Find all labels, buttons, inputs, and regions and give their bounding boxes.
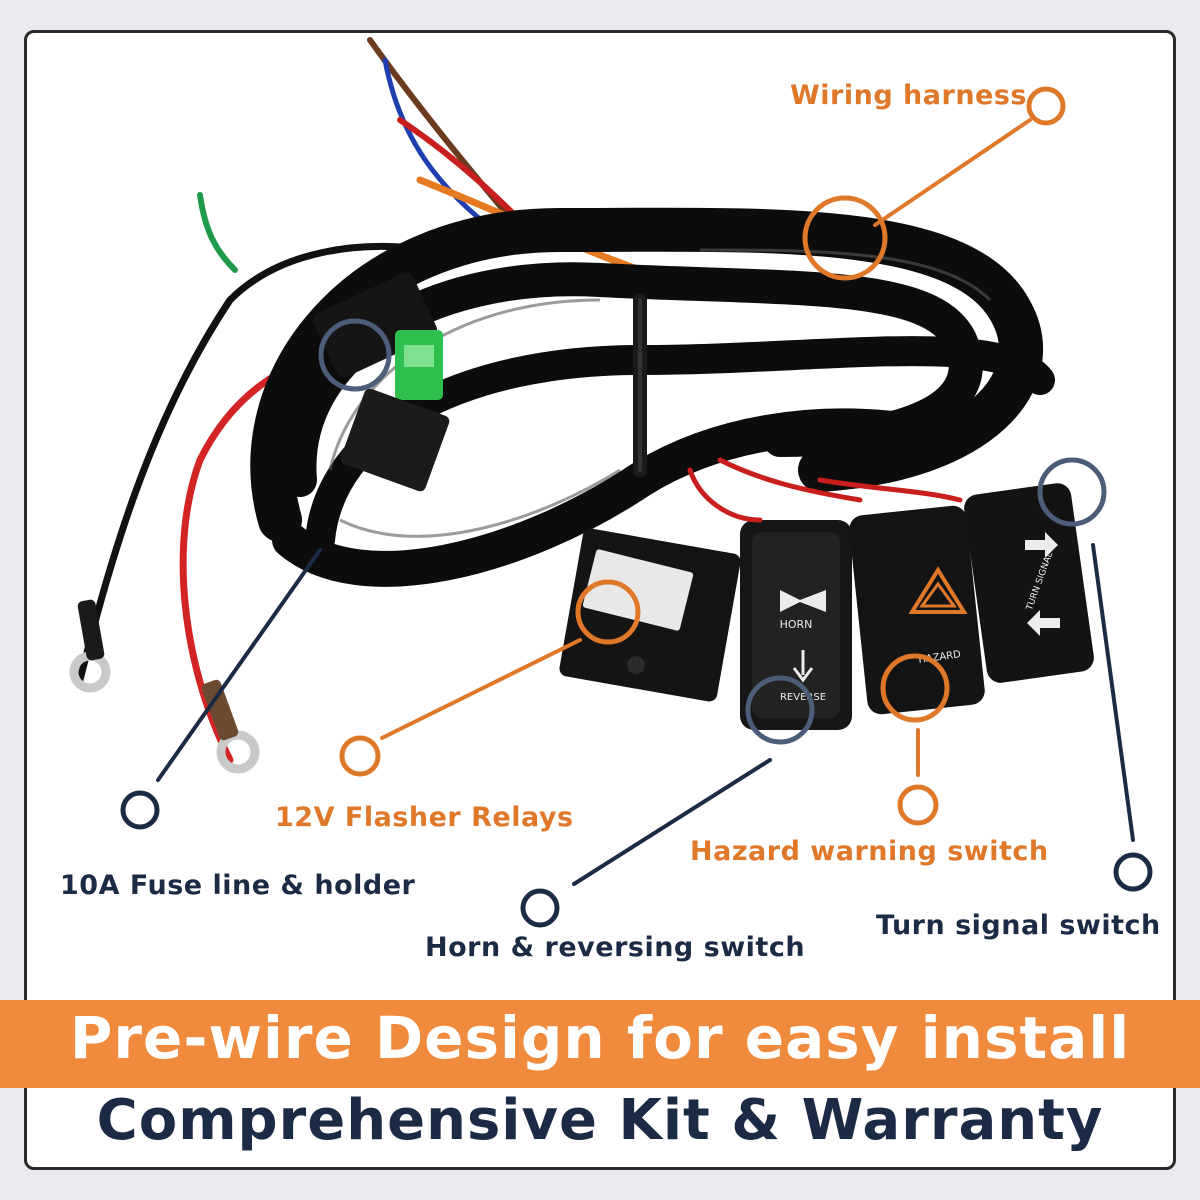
wiring-harness-marker: [1026, 86, 1066, 126]
hazard-switch-ring: [880, 653, 950, 723]
horn-switch-marker: [520, 888, 560, 928]
switch-wires: [687, 457, 963, 523]
fuse-line-ring: [318, 318, 392, 392]
rocker-switch-hazard: HAZARD: [849, 505, 985, 715]
fuse-line-label: 10A Fuse line & holder: [60, 870, 416, 901]
flasher-relays-label: 12V Flasher Relays: [275, 802, 574, 833]
wiring-harness-ring: [802, 195, 888, 281]
rocker-switch-horn: HORN REVERSE: [740, 520, 852, 730]
flasher-relay: [559, 528, 741, 702]
reverse-switch-label: REVERSE: [780, 692, 826, 703]
callout-lines: [156, 118, 1135, 886]
ring-terminals: [69, 599, 260, 774]
subline-text: Comprehensive Kit & Warranty: [96, 1088, 1104, 1153]
callout-circles: [120, 86, 1153, 928]
horn-switch-ring: [745, 675, 815, 745]
hazard-switch-marker: [897, 784, 939, 826]
headline-banner: [0, 1000, 1200, 1088]
horn-switch-callout-label: Horn & reversing switch: [425, 932, 806, 963]
fuse-line-marker: [120, 790, 160, 830]
turn-switch-callout-label: Turn signal switch: [876, 910, 1161, 941]
flasher-relays-ring: [575, 579, 641, 645]
hazard-switch-callout-label: Hazard warning switch: [690, 836, 1049, 867]
turn-switch-marker: [1113, 852, 1153, 892]
horn-switch-label: HORN: [780, 618, 813, 631]
turn-switch-ring: [1037, 457, 1107, 527]
rocker-switch-turn: TURN SIGNAL: [964, 483, 1094, 683]
headline-text: Pre-wire Design for easy install: [69, 1004, 1131, 1072]
wiring-harness-label: Wiring harness: [790, 80, 1027, 111]
flasher-relays-marker: [339, 735, 381, 777]
